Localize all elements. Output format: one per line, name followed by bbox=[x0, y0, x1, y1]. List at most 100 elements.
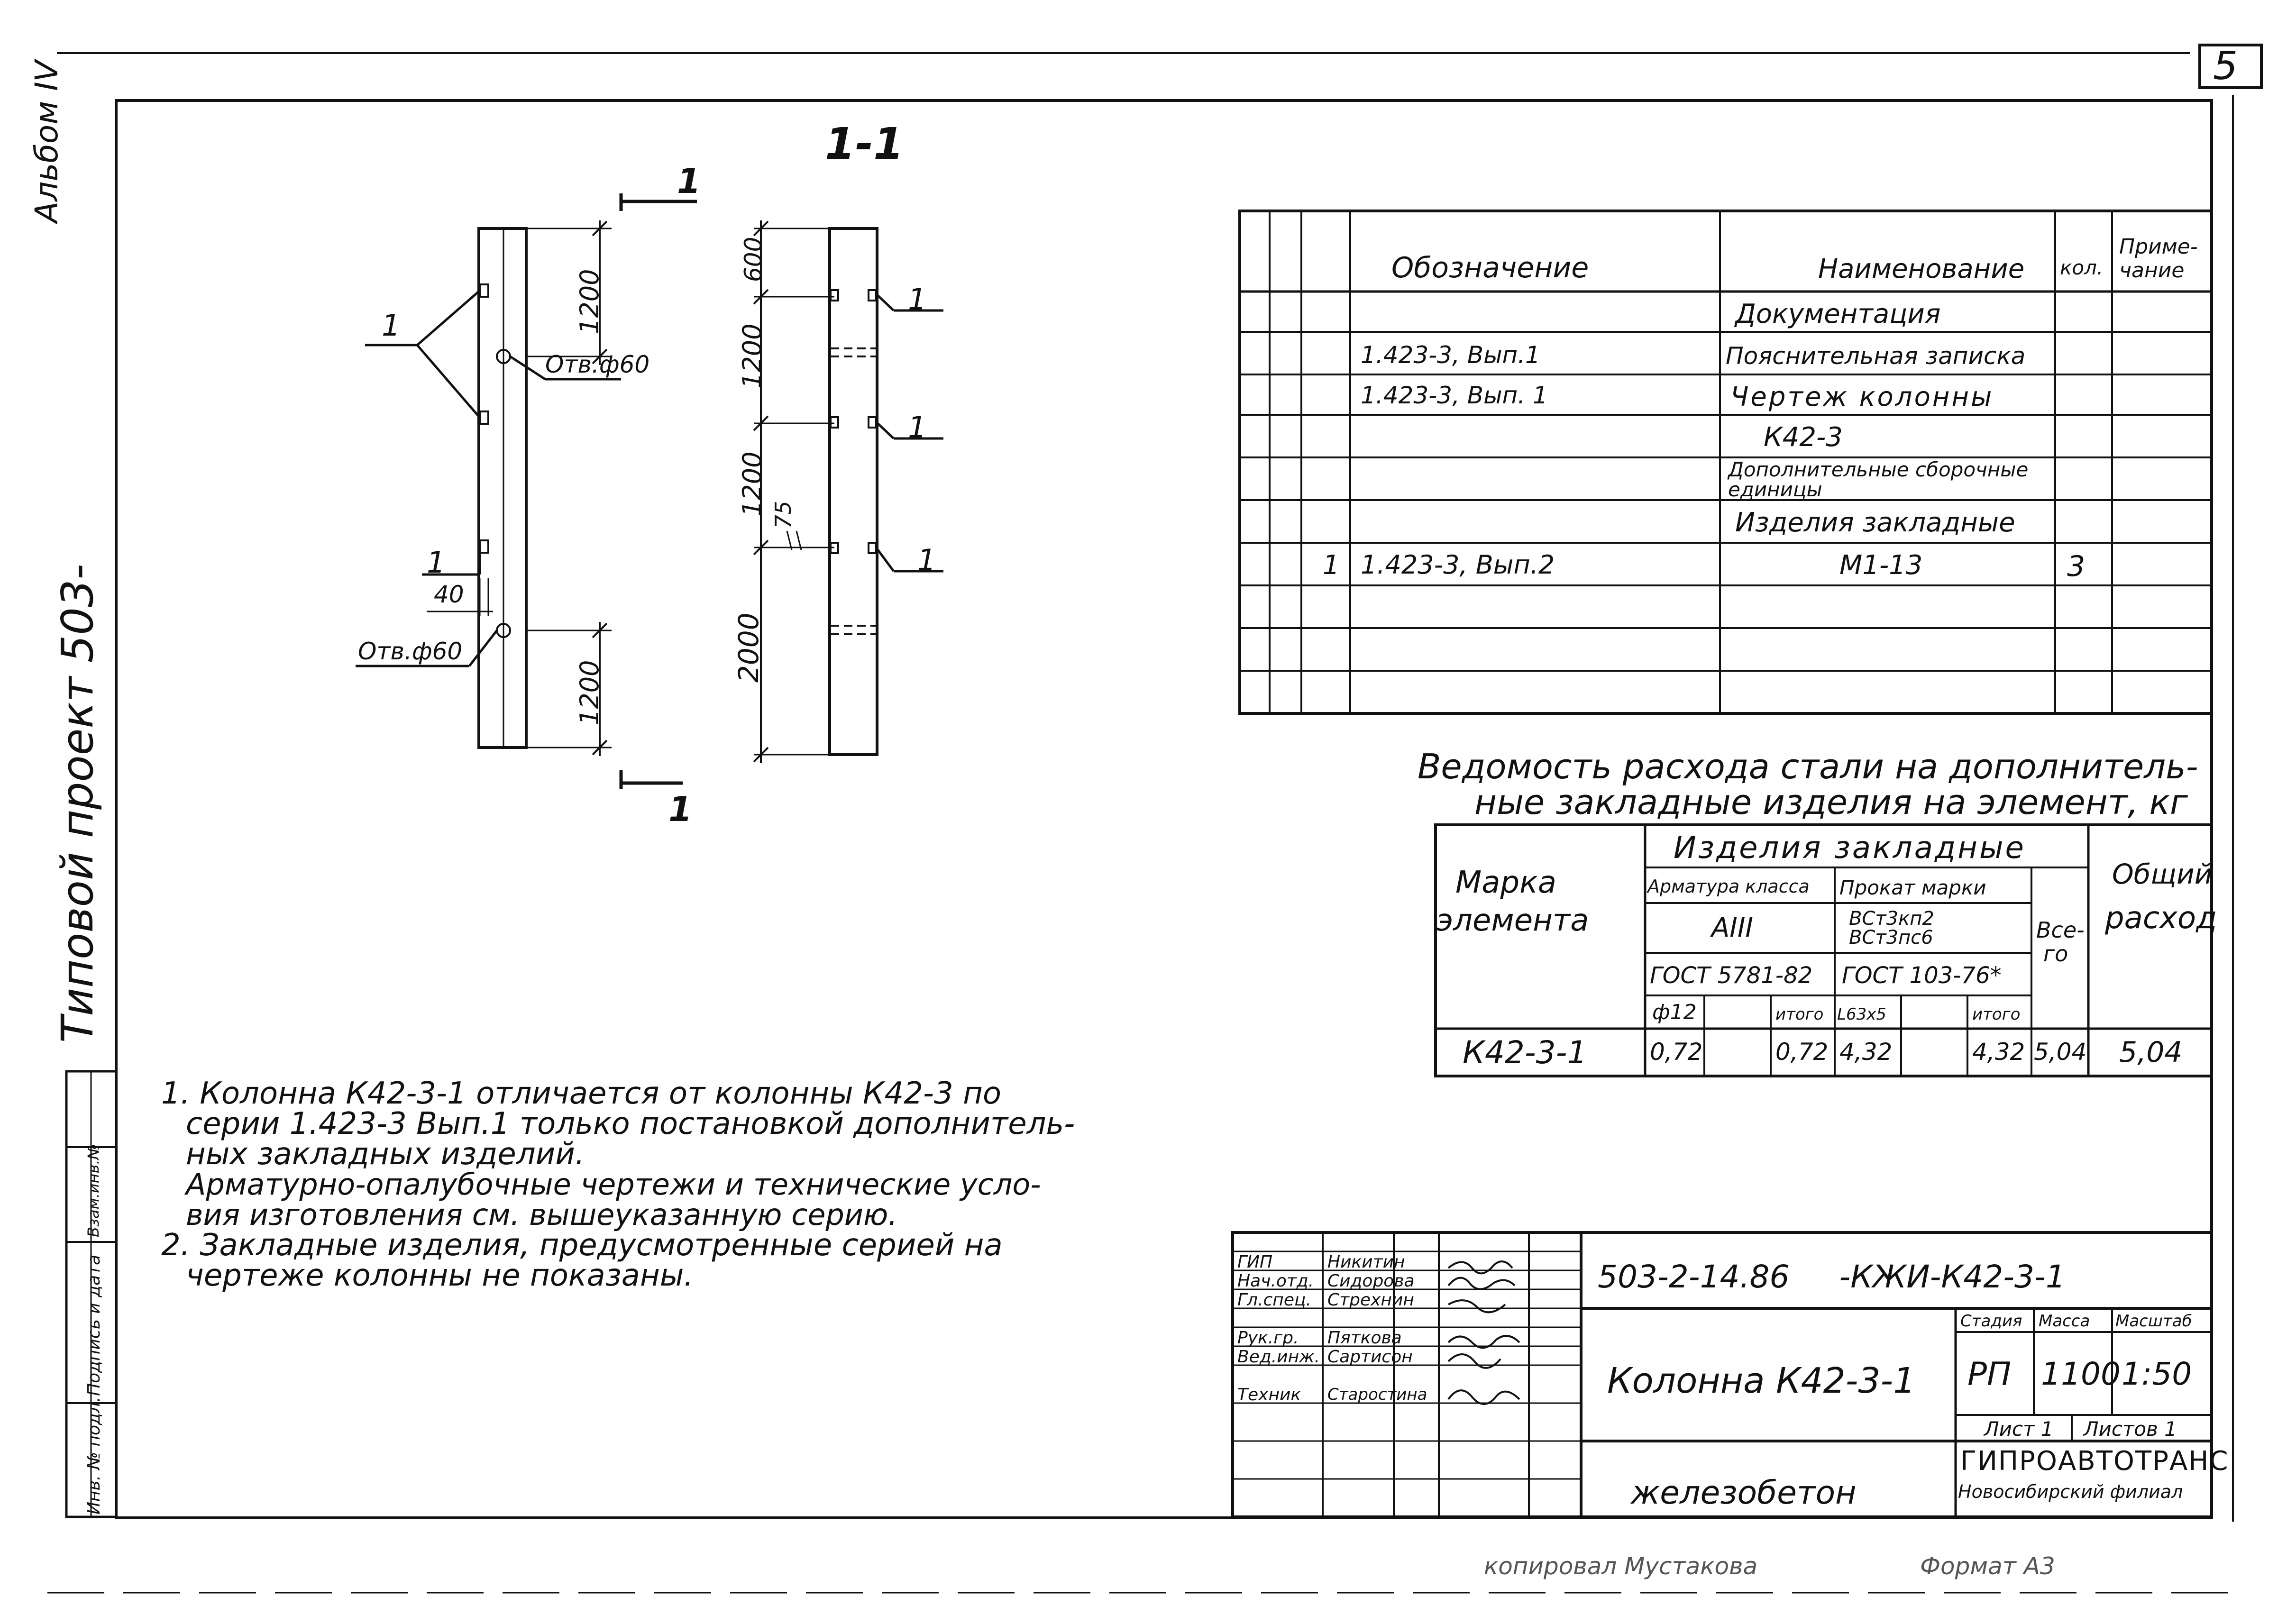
side-stamp-inv: Инв. № подл. bbox=[84, 1396, 104, 1515]
spec-header-note: Приме- bbox=[2119, 235, 2198, 259]
steel-header-rebar: Арматура класса bbox=[1647, 876, 1810, 897]
spec-row-name: Изделия закладные bbox=[1735, 507, 2015, 538]
tb-role: ГИП bbox=[1237, 1252, 1273, 1272]
spec-row-name: Документация bbox=[1735, 299, 1941, 329]
tb-org: ГИПРОАВТОТРАНС bbox=[1960, 1446, 2229, 1477]
steel-table-title: Ведомость расхода стали на дополнитель- bbox=[1418, 747, 2198, 786]
note-line: Арматурно-опалубочные чертежи и техничес… bbox=[186, 1167, 1041, 1202]
tb-code: 503-2-14.86 -КЖИ-К42-3-1 bbox=[1598, 1259, 2066, 1295]
steel-header-d12: ф12 bbox=[1652, 1000, 1697, 1024]
spec-row-name: Чертеж колонны bbox=[1730, 382, 1994, 412]
spec-header-qty: кол. bbox=[2060, 256, 2104, 279]
tb-role: Гл.спец. bbox=[1237, 1290, 1311, 1310]
tb-role: Рук.гр. bbox=[1237, 1328, 1299, 1348]
tb-name: Пяткова bbox=[1327, 1328, 1402, 1348]
spec-row-name: Дополнительные сборочные единицы bbox=[1728, 458, 2029, 501]
tb-title: Колонна К42-3-1 bbox=[1607, 1360, 1916, 1401]
dimension: 1200 bbox=[575, 269, 604, 334]
steel-header-mark: Марка bbox=[1455, 865, 1556, 900]
steel-header-rebar-gost: ГОСТ 5781-82 bbox=[1650, 962, 1813, 989]
spec-row-pos: 1 bbox=[1323, 550, 1340, 581]
plate-label: 1 bbox=[908, 282, 927, 317]
tb-stage: РП bbox=[1967, 1356, 2012, 1393]
steel-row-itogo-1: 0,72 bbox=[1775, 1038, 1829, 1066]
steel-header-rolled-gost: ГОСТ 103-76* bbox=[1842, 962, 2002, 989]
note-line: ных закладных изделий. bbox=[186, 1137, 585, 1172]
side-stamp-signature: Подпись и дата bbox=[84, 1254, 104, 1396]
steel-row-overall: 5,04 bbox=[2119, 1036, 2183, 1069]
tb-stage-label: Стадия bbox=[1960, 1312, 2022, 1331]
note-line: 2. Закладные изделия, предусмотренные се… bbox=[161, 1228, 1003, 1263]
dimension: 75 bbox=[770, 501, 796, 529]
album-label: Альбом IV bbox=[28, 60, 65, 223]
dimension: 600 bbox=[740, 237, 767, 282]
steel-header-rolled-grade: ВСт3кп2 bbox=[1849, 908, 1934, 930]
steel-header-rolled: Прокат марки bbox=[1839, 876, 1986, 899]
section-title: 1-1 bbox=[825, 119, 904, 169]
spec-row-designation: 1.423-3, Вып.1 bbox=[1361, 341, 1540, 369]
plate-label: 1 bbox=[908, 410, 927, 445]
dimension: 1200 bbox=[575, 660, 604, 725]
steel-row-mark: К42-3-1 bbox=[1463, 1034, 1587, 1071]
spec-row-name: К42-3 bbox=[1764, 422, 1843, 453]
tb-name: Старостина bbox=[1327, 1385, 1427, 1404]
spec-header-note: чание bbox=[2119, 258, 2185, 283]
dimension: 40 bbox=[434, 581, 464, 608]
spec-row-designation: 1.423-3, Вып.2 bbox=[1361, 550, 1555, 580]
steel-header-itogo: итого bbox=[1775, 1005, 1824, 1024]
steel-header-total: Все- bbox=[2036, 917, 2085, 943]
spec-header-designation: Обозначение bbox=[1391, 251, 1589, 284]
tb-name: Сидорова bbox=[1327, 1271, 1415, 1291]
tb-role: Техник bbox=[1237, 1385, 1301, 1405]
steel-header-mark: элемента bbox=[1436, 903, 1589, 938]
steel-header-overall: Общий bbox=[2112, 858, 2213, 890]
tb-name: Сартисон bbox=[1327, 1347, 1413, 1367]
dimension: 1200 bbox=[737, 451, 767, 517]
tb-sheets: Листов 1 bbox=[2084, 1417, 2177, 1441]
steel-row-l63: 4,32 bbox=[1839, 1038, 1893, 1066]
format-label: Формат А3 bbox=[1920, 1552, 2055, 1580]
section-mark-bottom: 1 bbox=[668, 789, 693, 829]
spec-row-name: Пояснительная записка bbox=[1726, 342, 2026, 370]
steel-header-total: го bbox=[2043, 941, 2068, 967]
section-mark-top: 1 bbox=[677, 161, 701, 201]
plate-label: 1 bbox=[427, 545, 446, 580]
notes-block: 1. Колонна К42-3-1 отличается от колонны… bbox=[161, 1078, 1075, 1291]
steel-header-rebar-class: AIII bbox=[1711, 912, 1753, 943]
spec-row-qty: 3 bbox=[2067, 550, 2086, 583]
spec-row-designation: 1.423-3, Вып. 1 bbox=[1361, 382, 1548, 409]
tb-org-branch: Новосибирский филиал bbox=[1958, 1481, 2183, 1502]
page-number: 5 bbox=[2213, 44, 2238, 89]
spec-row-name: М1-13 bbox=[1839, 550, 1923, 581]
tb-sheet: Лист 1 bbox=[1984, 1417, 2054, 1441]
tb-material: железобетон bbox=[1631, 1474, 1857, 1512]
steel-header-overall: расход bbox=[2105, 901, 2217, 936]
steel-row-itogo-2: 4,32 bbox=[1972, 1038, 2025, 1066]
project-label: Типовой проект 503- bbox=[52, 564, 103, 1043]
tb-mass: 1100 bbox=[2041, 1356, 2121, 1392]
steel-row-total: 5,04 bbox=[2034, 1038, 2087, 1066]
steel-header-l63: L63x5 bbox=[1837, 1005, 1886, 1024]
note-line: серии 1.423-3 Вып.1 только постановкой д… bbox=[186, 1106, 1075, 1141]
tb-name: Никитин bbox=[1327, 1252, 1405, 1272]
hole-label: Отв.ф60 bbox=[545, 351, 650, 378]
steel-header-rolled-grade: ВСт3пс6 bbox=[1849, 927, 1933, 949]
tb-name: Стрехнин bbox=[1327, 1290, 1414, 1310]
steel-table-title: ные закладные изделия на элемент, кг bbox=[1474, 782, 2188, 822]
dimension: 1200 bbox=[737, 323, 767, 389]
tb-scale-label: Масштаб bbox=[2115, 1312, 2192, 1331]
steel-header-itogo: итого bbox=[1972, 1005, 2021, 1024]
dimension: 2000 bbox=[732, 612, 765, 683]
tb-mass-label: Масса bbox=[2039, 1312, 2090, 1331]
plate-label: 1 bbox=[917, 543, 936, 577]
tb-scale: 1:50 bbox=[2122, 1356, 2192, 1392]
note-line: вия изготовления см. вышеуказанную серию… bbox=[186, 1197, 897, 1232]
spec-header-name: Наименование bbox=[1818, 254, 2025, 284]
note-line: 1. Колонна К42-3-1 отличается от колонны… bbox=[161, 1076, 1002, 1111]
plate-label: 1 bbox=[382, 308, 401, 343]
hole-label: Отв.ф60 bbox=[358, 638, 463, 665]
copied-by: копировал Мустакова bbox=[1484, 1552, 1758, 1580]
steel-row-d12: 0,72 bbox=[1650, 1038, 1703, 1066]
steel-header-products: Изделия закладные bbox=[1674, 830, 2026, 866]
